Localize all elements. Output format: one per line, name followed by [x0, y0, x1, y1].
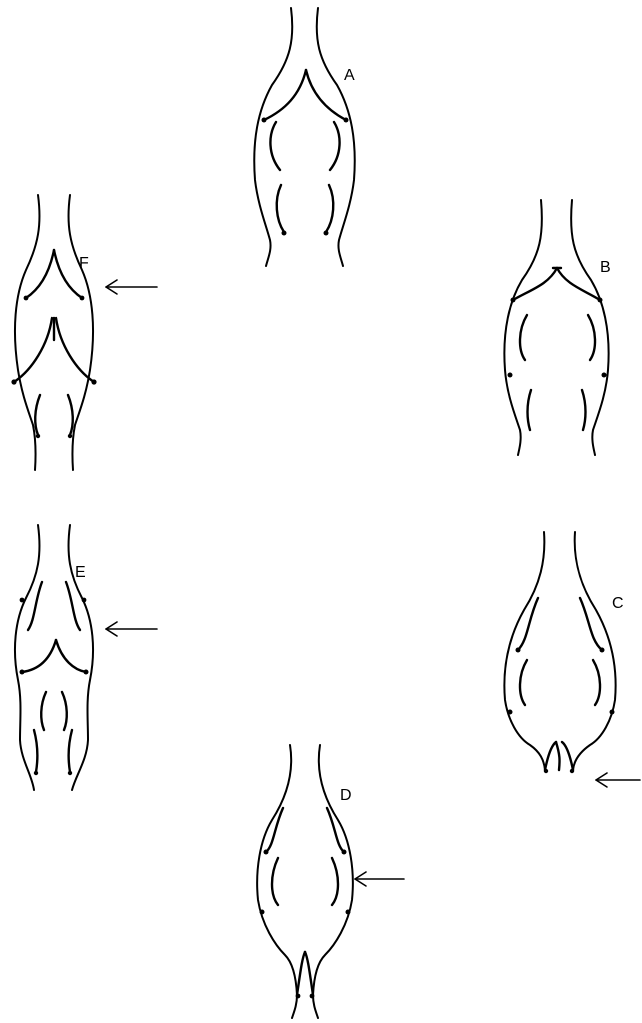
arrow-e	[106, 622, 157, 636]
label-b: B	[600, 259, 611, 276]
vein-d: D	[257, 745, 404, 1018]
vein-c: C	[504, 532, 640, 787]
label-e: E	[75, 564, 86, 581]
vein-f: F	[11, 195, 157, 470]
label-d: D	[340, 787, 352, 804]
vein-a: A	[254, 8, 355, 266]
label-c: C	[612, 595, 624, 612]
arrow-c	[596, 773, 640, 787]
vein-b: B	[504, 200, 610, 455]
label-a: A	[344, 67, 355, 84]
label-f: F	[79, 255, 89, 272]
vein-e: E	[15, 525, 157, 790]
arrow-f	[106, 280, 157, 294]
arrow-d	[355, 872, 404, 886]
